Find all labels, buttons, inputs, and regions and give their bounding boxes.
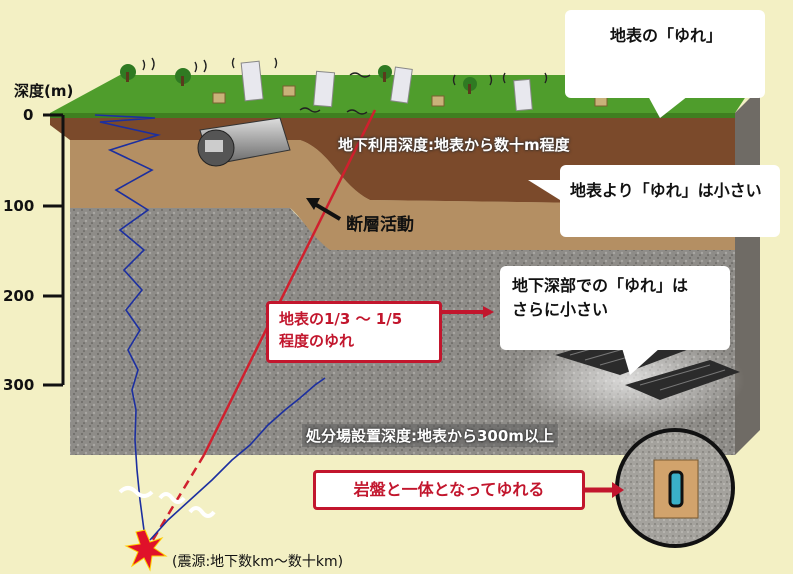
epicenter-label: (震源:地下数km〜数十km)	[172, 554, 344, 570]
canister-zoom	[615, 428, 735, 548]
ratio-line-2: 程度のゆれ	[279, 332, 355, 350]
bubble-tail-deep	[622, 348, 660, 375]
fault-line	[202, 109, 377, 456]
depth-axis-title: 深度(m)	[14, 82, 74, 100]
block-side-face	[735, 88, 760, 455]
epicenter-burst-icon	[124, 529, 168, 572]
houses	[212, 85, 608, 107]
mid-shake-title: 地表より「ゆれ」は小さい	[570, 181, 762, 200]
bedrock-box: 岩盤と一体となってゆれる	[313, 470, 585, 510]
bubble-tail-mid	[528, 180, 560, 200]
bedrock-arrow	[585, 482, 624, 498]
depth-axis	[43, 113, 65, 387]
deep-shake-title-2: さらに小さい	[512, 300, 609, 319]
fault-arrow-icon	[306, 198, 342, 221]
buildings	[240, 60, 533, 112]
ratio-arrow	[442, 306, 494, 318]
ratio-box: 地表の1/3 〜 1/5 程度のゆれ	[266, 301, 442, 363]
surface-shake-bubble: 地表の「ゆれ」	[565, 10, 765, 98]
deep-shake-bubble: 地下深部での「ゆれ」は さらに小さい	[500, 266, 730, 350]
surface-shake-title: 地表の「ゆれ」	[610, 26, 723, 45]
seismic-wave-diagonal	[149, 377, 326, 541]
bubble-tail-surface	[648, 96, 688, 118]
disposal-depth-label: 処分場設置深度:地表から300m以上	[302, 424, 558, 447]
depth-tick-100: 100	[3, 197, 35, 215]
deep-shake-title-1: 地下深部での「ゆれ」は	[512, 276, 689, 295]
grass-top-edge	[50, 113, 735, 118]
depth-tick-0: 0	[23, 106, 34, 124]
fault-label: 断層活動	[346, 215, 414, 235]
depth-tick-300: 300	[3, 376, 35, 394]
seismic-wave-vertical	[94, 114, 162, 539]
tunnel	[197, 117, 291, 167]
break-marks	[118, 486, 216, 518]
underground-use-label: 地下利用深度:地表から数十m程度	[338, 136, 570, 154]
mid-shake-bubble: 地表より「ゆれ」は小さい	[560, 165, 780, 237]
ratio-line-1: 地表の1/3 〜 1/5	[279, 310, 403, 328]
depth-tick-200: 200	[3, 287, 35, 305]
